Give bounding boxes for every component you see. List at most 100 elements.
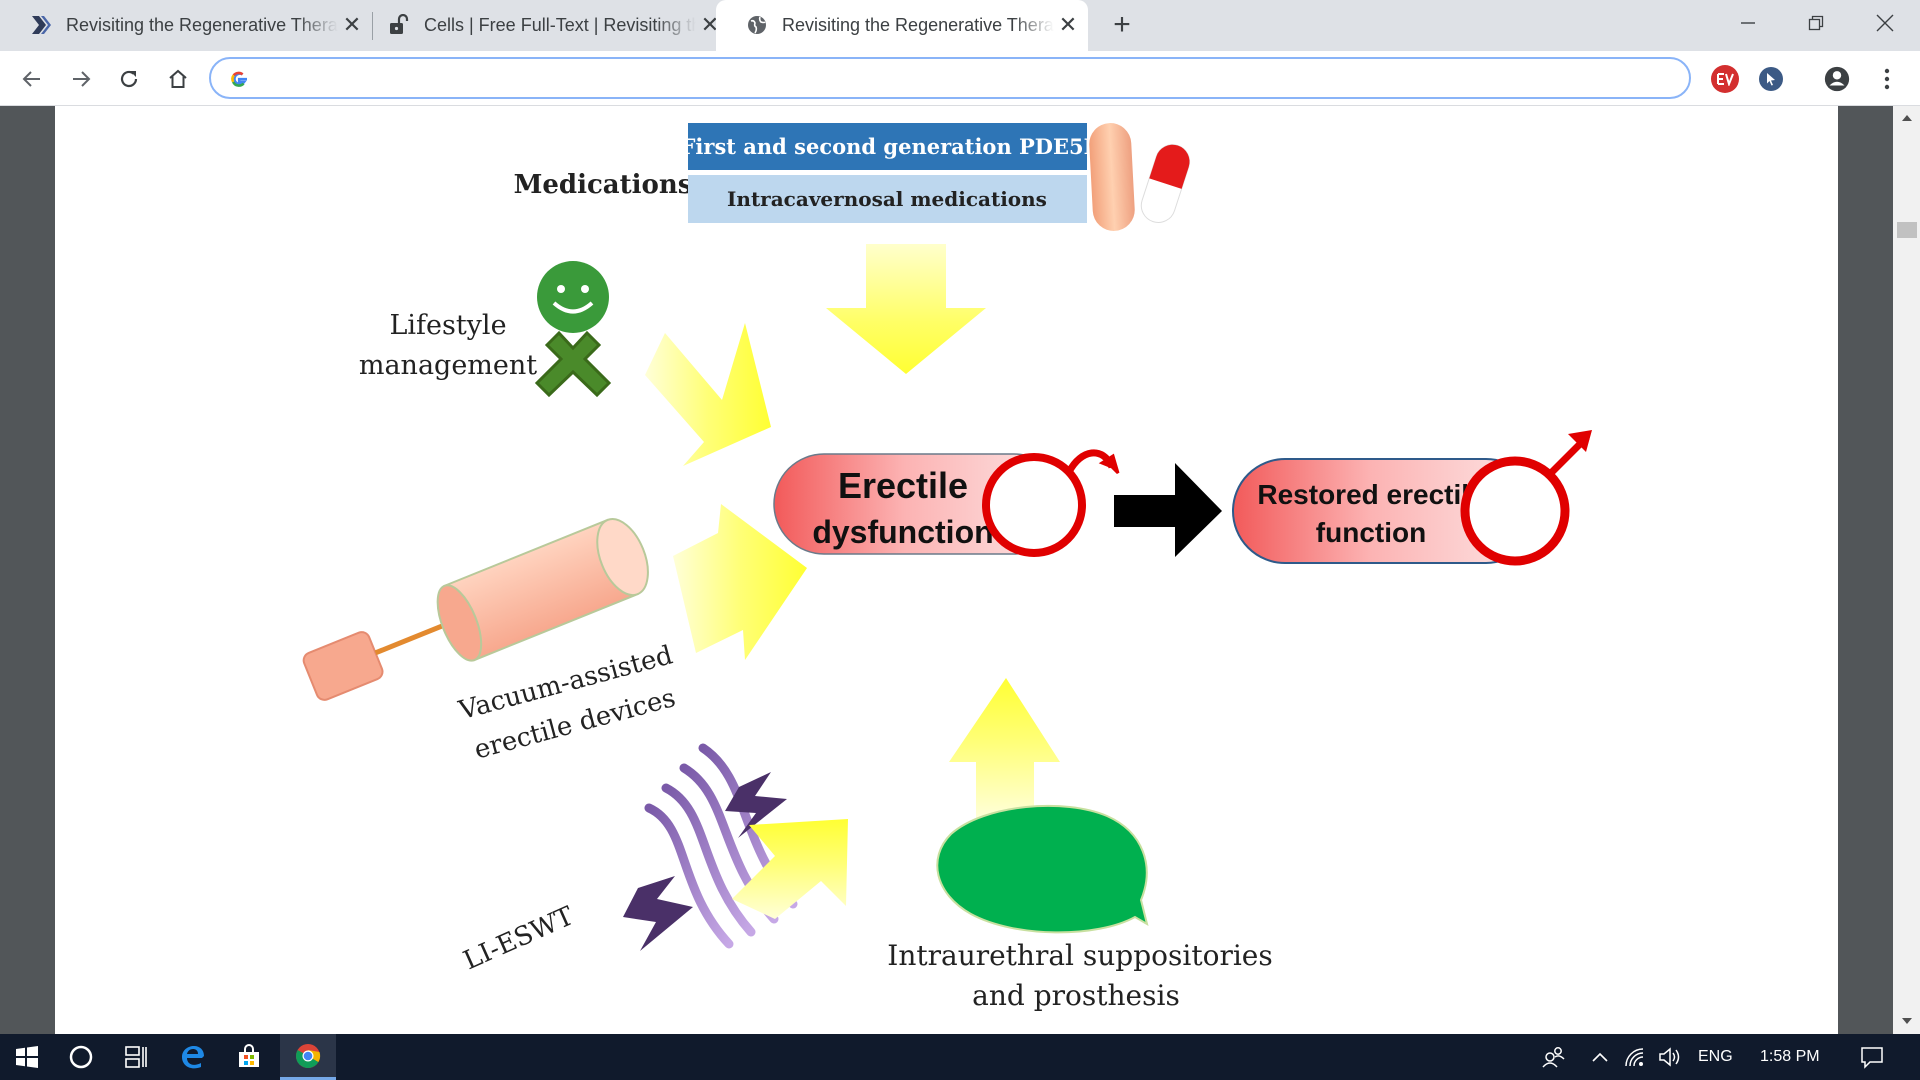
language-indicator[interactable]: ENG	[1698, 1048, 1733, 1065]
lightning-icon	[725, 772, 787, 838]
windows-taskbar: ENG 1:58 PM	[0, 1034, 1920, 1080]
intracavernosal-box	[688, 175, 1087, 223]
search-button[interactable]	[56, 1034, 106, 1080]
cursor-extension-icon	[1767, 73, 1775, 86]
reload-button[interactable]	[113, 63, 145, 95]
pills-icon	[1089, 123, 1191, 231]
pde5i-label: First and second generation PDE5I	[681, 134, 1094, 159]
task-view-icon	[125, 1046, 147, 1068]
green-oval-icon	[936, 804, 1149, 934]
speaker-icon	[1659, 1047, 1680, 1067]
browser-toolbar	[0, 51, 1920, 106]
home-button[interactable]	[162, 63, 194, 95]
tab-title: Revisiting the Regenerative Therapeutic …	[782, 15, 1054, 35]
tab-3-active[interactable]: Revisiting the Regenerative Therapeutic …	[716, 0, 1088, 51]
green-cross-icon	[534, 330, 612, 398]
evernote-icon	[1717, 73, 1734, 86]
unlocked-padlock-icon	[390, 14, 409, 34]
tab-title: Revisiting the Regenerative Therapeutic …	[66, 15, 338, 35]
more-vertical-icon	[1884, 68, 1890, 90]
store-icon	[239, 1044, 259, 1067]
globe-icon	[748, 16, 766, 34]
notification-icon	[1861, 1047, 1883, 1069]
windows-start-icon	[16, 1046, 38, 1068]
close-icon	[1876, 14, 1894, 32]
chrome-button[interactable]	[280, 1034, 336, 1080]
restored-label-2: function	[1316, 517, 1426, 548]
male-symbol-icon	[1460, 430, 1592, 566]
therapy-diagram: Medications First and second generation …	[302, 123, 1592, 1012]
pdf-page: Medications First and second generation …	[55, 106, 1838, 1034]
arrow-intraurethral	[949, 678, 1060, 818]
tab-1[interactable]: Revisiting the Regenerative Therapeutic …	[0, 0, 372, 51]
close-window-button[interactable]	[1862, 6, 1908, 40]
close-icon[interactable]: ✕	[342, 12, 362, 37]
smiley-face-icon	[537, 261, 609, 333]
search-circle-icon	[69, 1045, 93, 1069]
minimize-icon	[1741, 22, 1755, 24]
vertical-scrollbar[interactable]	[1893, 106, 1920, 1034]
volume-button[interactable]	[1654, 1034, 1686, 1080]
lieswt-label: LI-ESWT	[459, 901, 579, 976]
cursor-extension-button[interactable]	[1759, 67, 1783, 91]
google-icon	[231, 71, 247, 87]
chrome-icon	[296, 1043, 321, 1068]
scroll-up-icon[interactable]	[1902, 115, 1912, 121]
lifestyle-label-1: Lifestyle	[389, 310, 506, 341]
action-center-button[interactable]	[1854, 1034, 1890, 1080]
edge-icon	[182, 1046, 204, 1069]
arrow-vacuum	[673, 504, 807, 660]
arrow-left-icon	[22, 71, 40, 87]
restore-button[interactable]	[1793, 6, 1839, 40]
network-button[interactable]	[1620, 1034, 1650, 1080]
intraurethral-label-2: and prosthesis	[972, 979, 1180, 1012]
arrow-lifestyle	[645, 323, 771, 466]
scrollbar-thumb[interactable]	[1897, 222, 1917, 238]
people-icon	[1542, 1047, 1565, 1068]
vacuum-device-icon	[302, 518, 649, 701]
show-hidden-icons-button[interactable]	[1584, 1034, 1616, 1080]
close-icon[interactable]: ✕	[1058, 12, 1078, 37]
task-view-button[interactable]	[112, 1034, 162, 1080]
ed-label-1: Erectile	[838, 465, 968, 506]
start-button[interactable]	[0, 1034, 54, 1080]
new-tab-button[interactable]: +	[1113, 8, 1131, 41]
clock[interactable]: 1:58 PM	[1760, 1048, 1820, 1065]
wifi-icon	[1625, 1048, 1644, 1067]
close-icon[interactable]: ✕	[700, 12, 720, 37]
pdf-viewer: Medications First and second generation …	[0, 106, 1920, 1034]
arrow-lieswt	[732, 819, 848, 919]
back-button[interactable]	[16, 63, 48, 95]
menu-button[interactable]	[1873, 65, 1901, 93]
scroll-down-icon[interactable]	[1902, 1018, 1912, 1024]
document-arrow-icon	[32, 16, 51, 34]
lifestyle-label-2: management	[359, 350, 537, 381]
arrow-black	[1114, 463, 1222, 557]
intraurethral-label-1: Intraurethral suppositories	[887, 939, 1272, 972]
avatar-icon	[1824, 66, 1850, 92]
people-button[interactable]	[1536, 1034, 1572, 1080]
minimize-button[interactable]	[1725, 6, 1771, 40]
edge-button[interactable]	[168, 1034, 218, 1080]
tab-2[interactable]: Cells | Free Full-Text | Revisiting the …	[358, 0, 730, 51]
chevron-up-icon	[1592, 1052, 1608, 1062]
restored-label-1: Restored erectile	[1257, 479, 1484, 510]
arrow-right-icon	[73, 71, 91, 87]
pde5i-box	[688, 123, 1087, 170]
intracavernosal-label: Intracavernosal medications	[727, 187, 1047, 211]
address-bar[interactable]	[209, 57, 1691, 99]
restore-icon	[1808, 15, 1824, 31]
male-symbol-icon-drooping	[982, 449, 1120, 557]
tab-title: Cells | Free Full-Text | Revisiting the …	[424, 15, 696, 35]
address-input[interactable]	[261, 65, 1661, 91]
forward-button[interactable]	[65, 63, 97, 95]
lightning-icon	[623, 876, 693, 951]
home-icon	[169, 69, 187, 88]
tab-strip: Revisiting the Regenerative Therapeutic …	[0, 0, 1920, 51]
store-button[interactable]	[224, 1034, 274, 1080]
tab-separator	[372, 12, 373, 40]
reload-icon	[120, 70, 138, 88]
arrow-down-medications	[826, 244, 986, 374]
evernote-extension-button[interactable]	[1711, 65, 1739, 93]
profile-button[interactable]	[1823, 65, 1851, 93]
